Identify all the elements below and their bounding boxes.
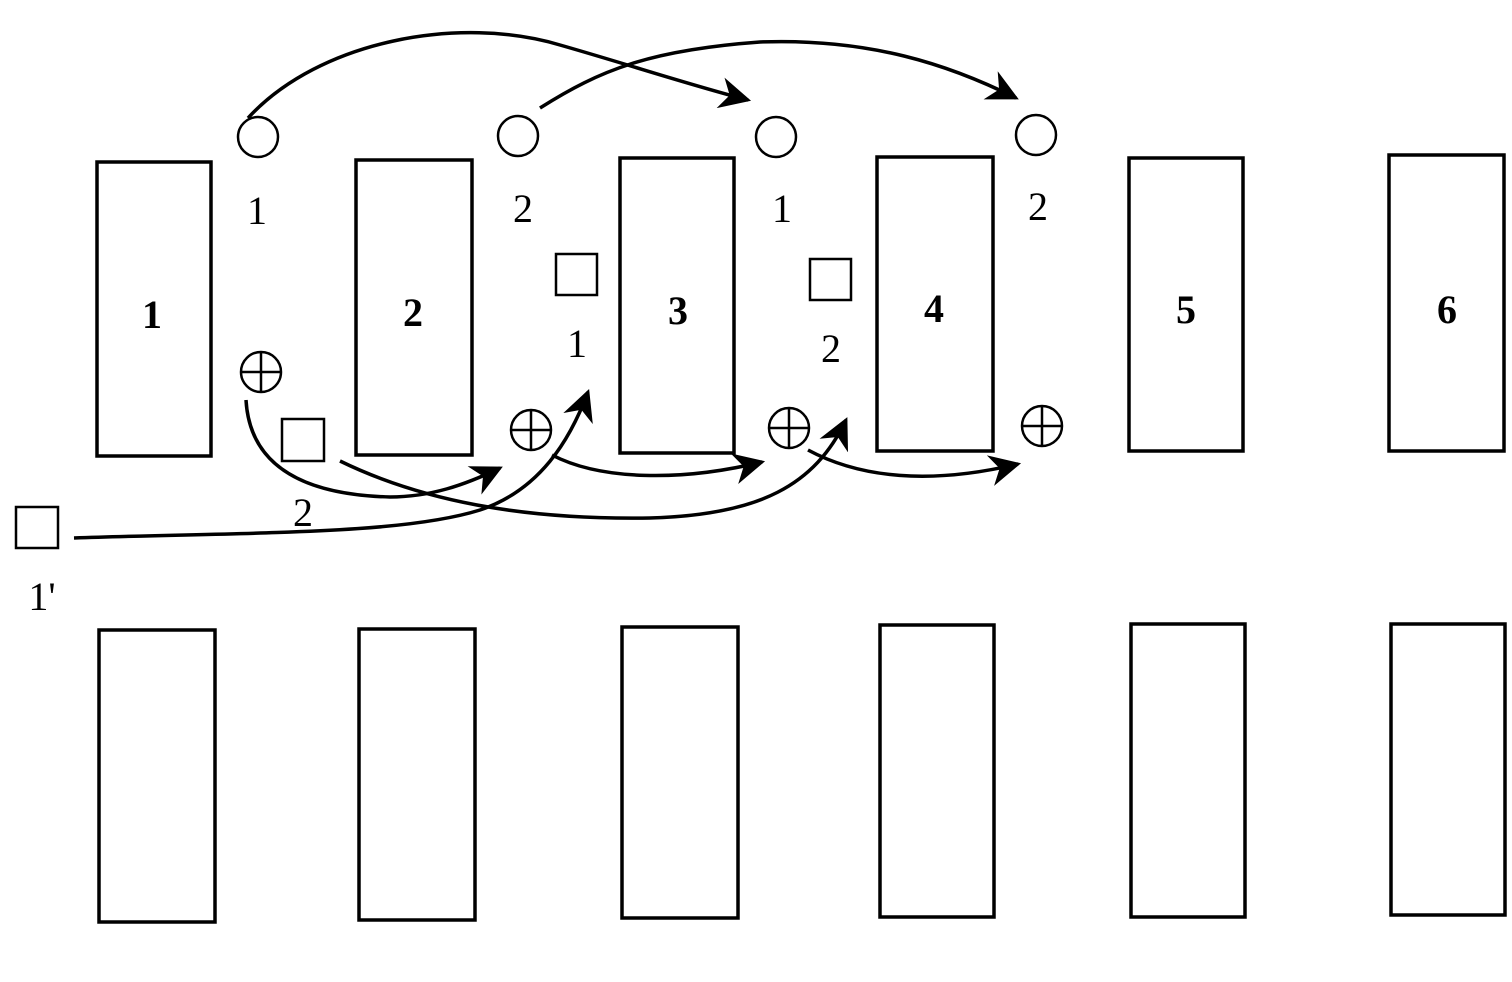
block-bottom-4 — [878, 623, 996, 919]
arrow-cross-1-to-2 — [244, 399, 503, 499]
circle-label-4: 2 — [1028, 184, 1048, 229]
circle-marker — [754, 115, 798, 159]
block-top-1 — [95, 160, 213, 458]
square-label-3: 2 — [293, 490, 313, 535]
circle-marker — [1014, 113, 1058, 157]
block-top-5 — [1127, 156, 1245, 453]
block-top-2 — [354, 158, 474, 457]
cross-rotation-arrows — [244, 399, 1022, 499]
block-top-3 — [618, 156, 736, 455]
square-rotation-arrows — [73, 389, 848, 540]
block-label-3: 3 — [668, 288, 688, 333]
circle-label-2: 2 — [513, 186, 533, 231]
circle-label-3: 1 — [772, 186, 792, 231]
arrow-cross-2-to-3 — [551, 453, 766, 485]
block-label-1: 1 — [142, 292, 162, 337]
circle-cross-markers — [239, 350, 1064, 452]
block-top-4 — [875, 155, 995, 453]
block-label-4: 4 — [924, 286, 944, 331]
circle-label-1: 1 — [247, 188, 267, 233]
square-label-4: 1' — [28, 574, 55, 619]
square-label-1: 1 — [567, 321, 587, 366]
bottom-row — [97, 622, 1507, 924]
circle-marker — [496, 114, 540, 158]
block-top-6 — [1387, 153, 1506, 453]
circle-cross-marker — [239, 350, 283, 394]
block-label-5: 5 — [1176, 287, 1196, 332]
circle-markers: 1 2 1 2 — [236, 113, 1058, 233]
block-bottom-6 — [1389, 622, 1507, 917]
square-marker — [554, 252, 599, 297]
circle-cross-marker — [767, 406, 811, 450]
block-bottom-2 — [357, 627, 477, 922]
block-bottom-3 — [620, 625, 740, 920]
block-bottom-5 — [1129, 622, 1247, 919]
block-label-2: 2 — [403, 290, 423, 335]
circle-rotation-arrows — [246, 30, 1019, 120]
square-marker — [280, 417, 326, 463]
circle-marker — [236, 115, 280, 159]
block-bottom-1 — [97, 628, 217, 924]
arrow-square-2-to-2 — [339, 417, 848, 520]
arrow-circle-1-to-3 — [246, 30, 752, 120]
square-label-2: 2 — [821, 326, 841, 371]
arrow-cross-3-to-4 — [807, 448, 1022, 486]
square-marker — [808, 257, 853, 302]
top-row: 1 2 3 4 5 6 — [95, 153, 1506, 458]
arrow-square-1prime-to-1 — [73, 389, 593, 540]
circle-cross-marker — [1020, 404, 1064, 448]
circle-cross-marker — [509, 408, 553, 452]
square-marker — [14, 505, 60, 550]
block-label-6: 6 — [1437, 287, 1457, 332]
square-markers: 1 2 2 1' — [14, 252, 853, 619]
arrow-circle-2-to-4 — [539, 39, 1019, 110]
